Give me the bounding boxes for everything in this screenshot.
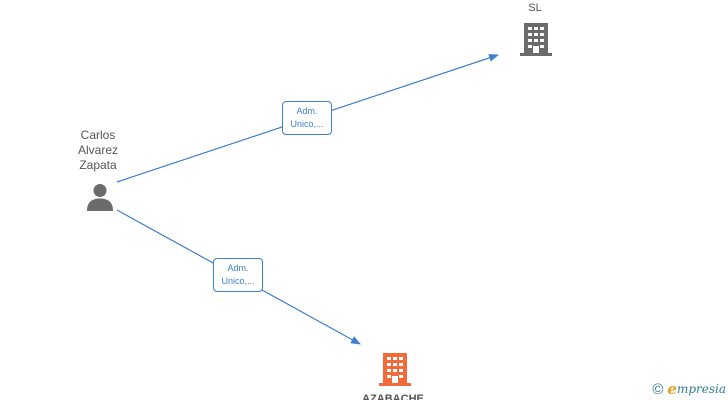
copyright-icon: © bbox=[652, 380, 664, 398]
company-sl-name[interactable]: SL bbox=[528, 2, 542, 14]
brand-initial: e bbox=[667, 380, 677, 398]
edge-label-line2: Unico,... bbox=[221, 276, 255, 286]
person-icon[interactable] bbox=[85, 182, 115, 212]
edge-label-line2: Unico,... bbox=[290, 119, 324, 129]
brand-name-rest: mpresia bbox=[676, 382, 726, 396]
edge-label-role[interactable]: Adm. Unico,... bbox=[282, 101, 332, 135]
edge-label-line1: Adm. bbox=[296, 106, 318, 116]
person-name[interactable]: Carlos Alvarez Zapata bbox=[77, 128, 118, 172]
company-azabache-name[interactable]: AZABACHE bbox=[362, 393, 424, 400]
building-icon[interactable] bbox=[520, 22, 552, 56]
edge-label-role[interactable]: Adm. Unico,... bbox=[213, 258, 263, 292]
building-highlight-icon[interactable] bbox=[379, 352, 411, 386]
edge-label-line1: Adm. bbox=[227, 263, 249, 273]
